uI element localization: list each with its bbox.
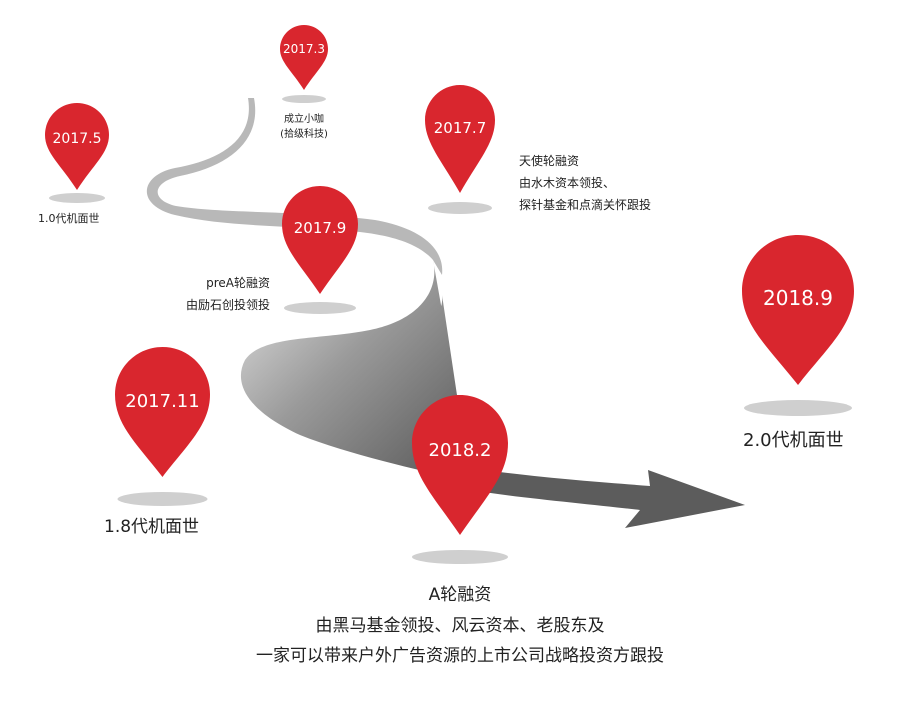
caption-line: 1.8代机面世 (104, 517, 200, 537)
pin-2017-9: 2017.9 (282, 186, 358, 314)
caption-line: 探针基金和点滴关怀跟投 (519, 198, 652, 213)
caption-line: 成立小咖 (284, 114, 324, 125)
caption-2017-9: preA轮融资 由励石创投领投 (160, 272, 270, 316)
road-middle (240, 260, 470, 482)
caption-2017-7: 天使轮融资 由水木资本领投、 探针基金和点滴关怀跟投 (519, 150, 651, 217)
caption-line: 一家可以带来户外广告资源的上市公司战略投资方跟投 (256, 646, 664, 667)
map-pin-icon (742, 235, 854, 416)
road-lower (470, 468, 745, 528)
map-pin-icon (280, 25, 328, 103)
caption-2017-11: 1.8代机面世 (104, 514, 199, 540)
pin-date-label: 2018.2 (428, 440, 492, 461)
pin-2017-11: 2017.11 (115, 347, 210, 507)
caption-line: 由水木资本领投、 (519, 176, 616, 191)
caption-2018-2: A轮融资 由黑马基金领投、风云资本、老股东及 一家可以带来户外广告资源的上市公司… (180, 580, 740, 672)
caption-line: 由黑马基金领投、风云资本、老股东及 (315, 615, 605, 636)
pin-date-label: 2017.5 (52, 131, 102, 147)
caption-line: 由励石创投领投 (185, 298, 270, 313)
caption-2018-9: 2.0代机面世 (743, 427, 844, 455)
map-pin-icon (282, 186, 358, 314)
pin-date-label: 2017.7 (433, 119, 487, 137)
map-pin-icon (45, 103, 109, 203)
caption-2017-5: 1.0代机面世 (38, 210, 100, 227)
pin-2017-7: 2017.7 (425, 85, 495, 215)
pin-date-label: 2017.9 (293, 219, 347, 237)
caption-line: 1.0代机面世 (38, 212, 100, 225)
pin-date-label: 2017.11 (125, 391, 200, 412)
caption-2017-3: 成立小咖 (拾级科技) (258, 112, 350, 142)
pin-2018-9: 2018.9 (742, 235, 854, 417)
map-pin-icon (412, 395, 508, 564)
road-upper-thin (146, 98, 443, 275)
pin-2018-2: 2018.2 (412, 395, 508, 565)
pin-date-label: 2018.9 (763, 286, 833, 310)
pin-date-label: 2017.3 (283, 42, 325, 56)
caption-line: preA轮融资 (206, 276, 270, 290)
caption-line: 2.0代机面世 (743, 430, 844, 451)
pin-2017-3: 2017.3 (280, 25, 328, 103)
map-pin-icon (115, 347, 210, 506)
caption-line: 天使轮融资 (519, 154, 580, 168)
map-pin-icon (425, 85, 495, 214)
pin-2017-5: 2017.5 (45, 103, 109, 203)
caption-line: (拾级科技) (280, 129, 328, 140)
caption-line: A轮融资 (428, 585, 492, 605)
